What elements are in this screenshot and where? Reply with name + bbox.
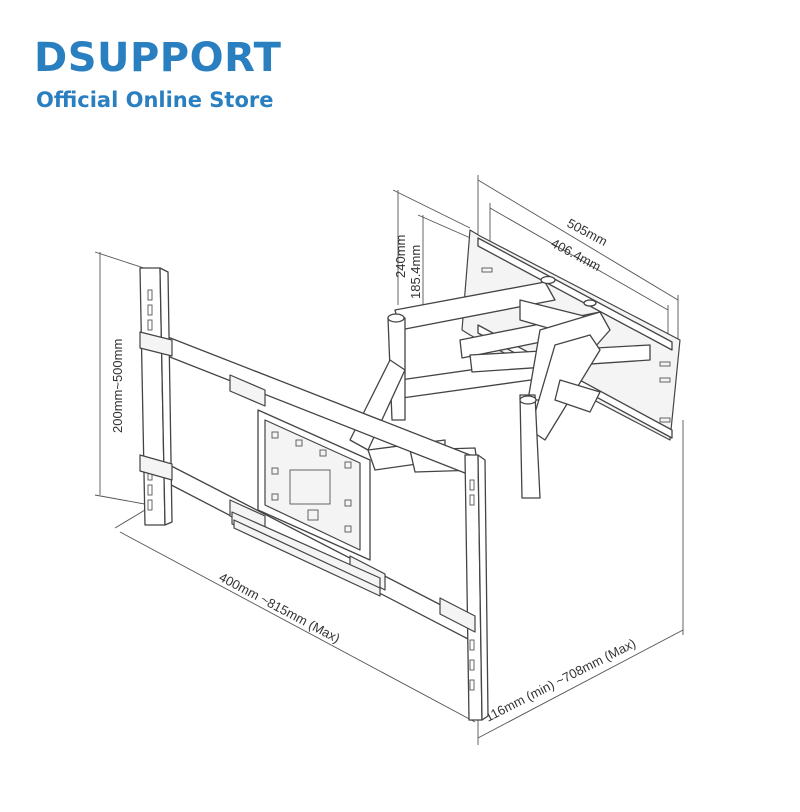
label-height-outer: 240mm (393, 235, 408, 278)
tv-mount-bracket (139, 229, 681, 721)
label-extension: 116mm (min) ~708mm (Max) (483, 635, 639, 724)
label-height-inner: 185.4mm (408, 245, 423, 299)
label-horizontal-span: 400mm ~815mm (Max) (217, 569, 343, 645)
label-vertical-span: 200mm~500mm (110, 339, 125, 433)
brand-logo: DSUPPORT (34, 35, 282, 81)
dimension-lines (94, 175, 684, 745)
wall-post-right-holes (469, 479, 475, 691)
vesa-holes (271, 431, 352, 533)
frame-slots (481, 267, 671, 423)
store-tagline: Official Online Store (36, 88, 274, 112)
